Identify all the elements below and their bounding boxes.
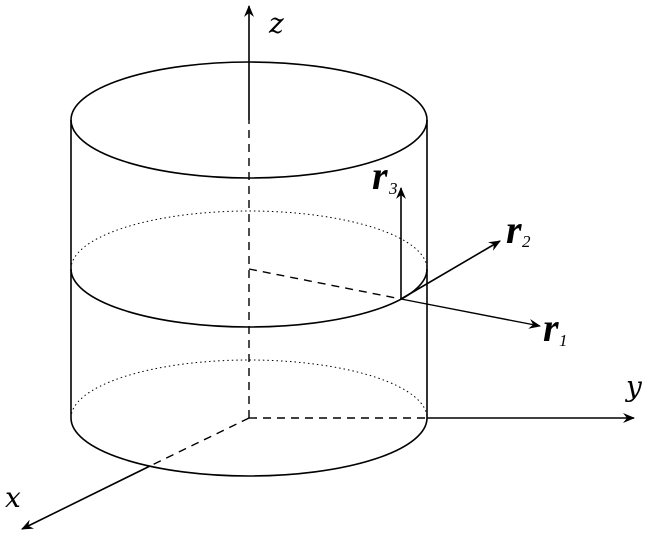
r2-label-symbol: r: [506, 207, 522, 252]
cylinder-bottom-front-arc: [70, 417, 428, 477]
z-axis-label: z: [268, 7, 284, 40]
radius-dashed-line: [248, 268, 402, 300]
x-axis-hidden: [149, 417, 250, 467]
r1-label-subscript: 1: [559, 331, 568, 350]
r2-vector: [400, 240, 501, 300]
r2-label: r 2: [506, 207, 531, 252]
x-axis: [21, 465, 151, 530]
r3-label-subscript: 3: [388, 179, 398, 198]
r2-label-subscript: 2: [522, 232, 531, 251]
r1-label: r 1: [543, 305, 568, 350]
r3-label-symbol: r: [372, 153, 388, 198]
x-axis-label: x: [5, 481, 21, 514]
r3-label: r 3: [372, 153, 398, 198]
r1-vector: [400, 298, 541, 329]
r1-label-symbol: r: [543, 305, 559, 350]
y-axis-label: y: [624, 370, 643, 403]
